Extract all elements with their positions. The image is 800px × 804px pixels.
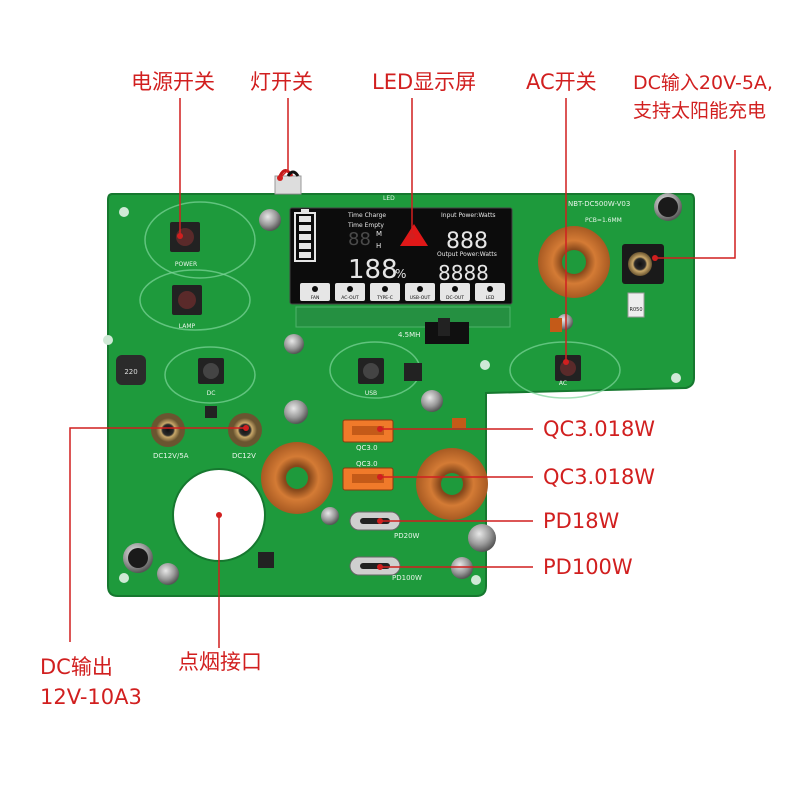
dc-input-jack <box>628 252 652 276</box>
lamp-marking: LAMP <box>179 323 196 330</box>
battery-bar <box>299 243 311 249</box>
lcd-icon-label: TYPE-C <box>376 295 393 301</box>
lcd-input-power: Input Power:Watts <box>441 212 496 219</box>
lcd-minutes-unit: M <box>376 230 382 238</box>
lcd-icon-row: FAN AC-OUT TYPE-C USB-OUT DC-OUT LED <box>300 283 505 301</box>
battery-bars <box>299 216 311 258</box>
dc-out-icon <box>452 286 458 292</box>
pd20w-marking: PD20W <box>394 532 420 540</box>
led-marking: LED <box>383 195 395 202</box>
dc-out2-marking: DC12V <box>232 452 256 460</box>
lcd-percent-digits: 188 <box>348 255 398 285</box>
label-led-display: LED显示屏 <box>372 70 477 94</box>
battery-bar <box>299 225 311 231</box>
lcd-time-charge: Time Charge <box>347 212 386 219</box>
pcb-model: NBT-DC500W-V03 <box>568 200 630 208</box>
lcd-time-empty: Time Empty <box>347 222 384 229</box>
qc1-marking: QC3.0 <box>356 444 378 452</box>
label-dc-input-line1: DC输入20V-5A, <box>633 72 773 94</box>
label-cigarette-socket: 点烟接口 <box>178 650 262 674</box>
label-pd18: PD18W <box>543 509 620 533</box>
inductor-marking: 4.5MH <box>398 331 420 339</box>
battery-bar <box>299 216 311 222</box>
label-qc1: QC3.018W <box>543 417 656 441</box>
lcd-time-digits: 88 <box>348 229 371 250</box>
usb-out-icon <box>417 286 423 292</box>
lcd-icon-label: LED <box>486 295 495 301</box>
led-icon <box>487 286 493 292</box>
ac-marking: AC <box>559 380 567 387</box>
leader-lines <box>69 98 736 648</box>
type-c-icon <box>382 286 388 292</box>
lcd-hours-unit: H <box>376 242 381 250</box>
label-dc-output: DC输出 12V-10A3 <box>40 652 190 713</box>
battery-bar <box>299 252 311 258</box>
label-qc2: QC3.018W <box>543 465 656 489</box>
label-dc-output-line2: 12V-10A3 <box>40 685 142 710</box>
lcd-icon-label: DC-OUT <box>446 295 464 301</box>
resistor-marking: 220 <box>124 368 137 376</box>
lcd-output-digits: 8888 <box>438 261 489 285</box>
label-dc-input: DC输入20V-5A, 支持太阳能充电 <box>633 70 798 125</box>
fan-icon <box>312 286 318 292</box>
label-dc-output-line1: DC输出 <box>40 655 113 679</box>
lcd-icon-label: FAN <box>311 295 320 301</box>
label-ac-switch: AC开关 <box>526 70 597 94</box>
dc-output-jack-1 <box>156 418 180 442</box>
lcd-output-power: Output Power:Watts <box>437 251 497 258</box>
battery-bar <box>299 234 311 240</box>
lcd-icon-label: USB-OUT <box>410 295 431 301</box>
label-dc-input-line2: 支持太阳能充电 <box>633 99 767 122</box>
label-pd100: PD100W <box>543 555 633 579</box>
r050-marking: R050 <box>629 307 642 313</box>
lcd-icon-label: AC-OUT <box>341 295 359 301</box>
usb-marking: USB <box>365 390 377 397</box>
qc2-marking: QC3.0 <box>356 460 378 468</box>
pcb-thickness: PCB=1.6MM <box>585 217 622 224</box>
pd100w-marking: PD100W <box>392 574 422 582</box>
label-lamp-switch: 灯开关 <box>250 70 313 94</box>
dc-out1-marking: DC12V/5A <box>153 452 189 460</box>
label-power-switch: 电源开关 <box>131 70 215 94</box>
power-marking: POWER <box>175 261 197 268</box>
lcd-display <box>289 207 513 305</box>
ac-out-icon <box>347 286 353 292</box>
lcd-percent-unit: % <box>395 267 406 281</box>
lcd-input-digits: 888 <box>446 229 488 254</box>
dc-marking: DC <box>207 390 216 397</box>
